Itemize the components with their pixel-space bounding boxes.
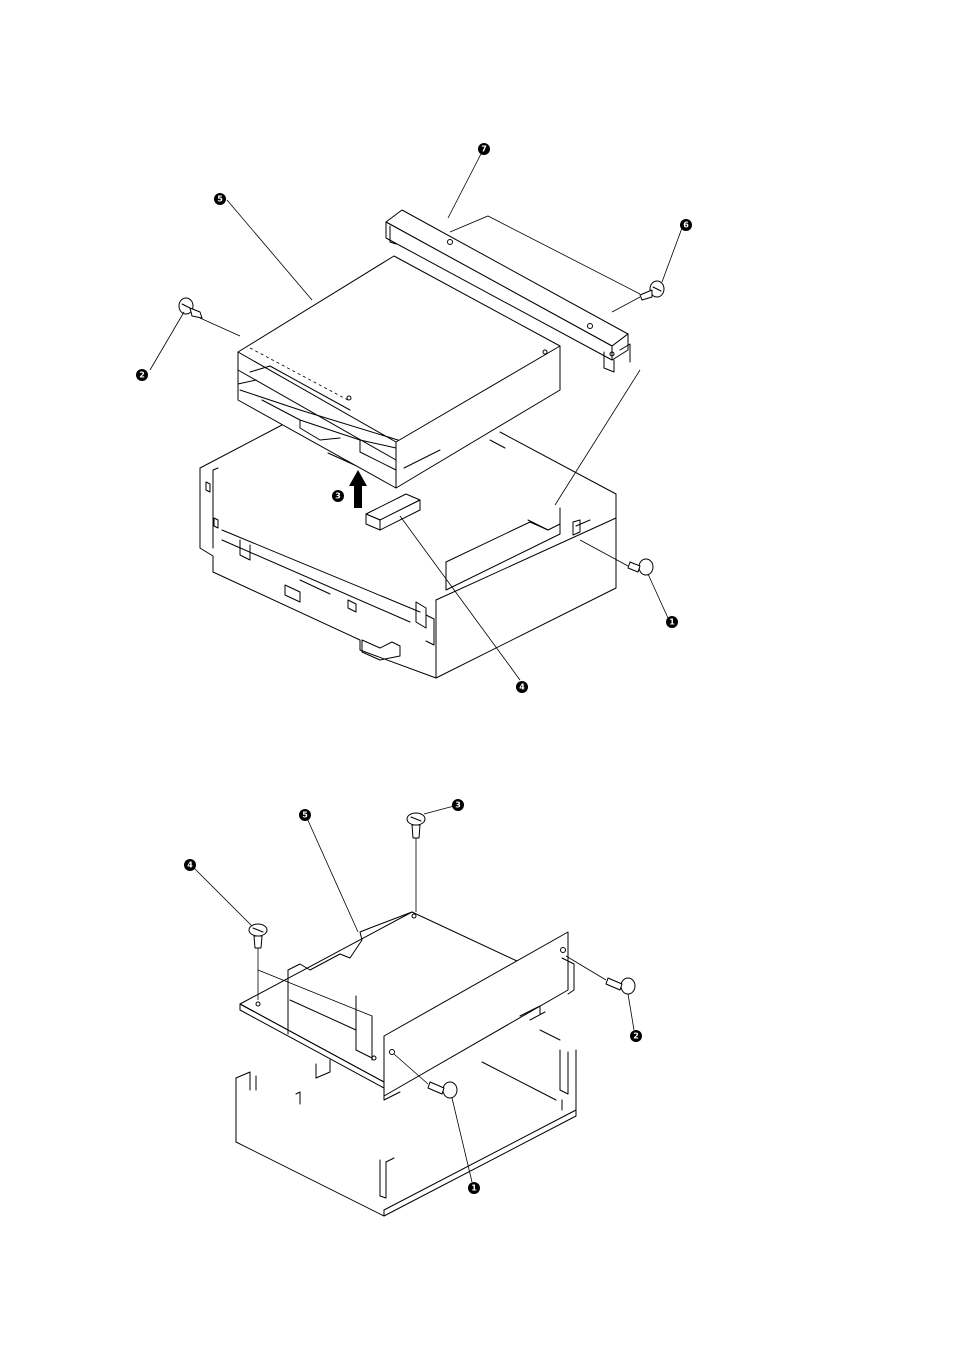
callout-5-lower: 5 bbox=[299, 809, 311, 821]
svg-text:1: 1 bbox=[669, 618, 675, 627]
svg-text:4: 4 bbox=[187, 861, 193, 870]
screw-2-upper bbox=[150, 298, 240, 370]
connector-block bbox=[366, 494, 520, 680]
screw-3-lower bbox=[407, 806, 454, 912]
callout-1-lower: 1 bbox=[468, 1182, 480, 1194]
callout-2-lower: 2 bbox=[630, 1030, 642, 1042]
callout-7-upper: 7 bbox=[478, 143, 490, 155]
callout-6-upper: 6 bbox=[680, 219, 692, 231]
svg-text:4: 4 bbox=[519, 683, 525, 692]
upper-diagram bbox=[150, 150, 682, 680]
callout-3-upper: 3 bbox=[332, 490, 344, 502]
lift-arrow bbox=[349, 470, 367, 508]
screw-2-lower bbox=[566, 956, 635, 1030]
callout-5-upper: 5 bbox=[214, 193, 226, 205]
callout-3-lower: 3 bbox=[452, 799, 464, 811]
callout-4-lower: 4 bbox=[184, 859, 196, 871]
screw-1-upper bbox=[580, 540, 668, 618]
svg-text:5: 5 bbox=[302, 811, 308, 820]
svg-text:3: 3 bbox=[335, 492, 341, 501]
screw-6 bbox=[612, 228, 682, 312]
svg-text:5: 5 bbox=[217, 195, 223, 204]
svg-text:2: 2 bbox=[139, 371, 145, 380]
callout-1-upper: 1 bbox=[666, 616, 678, 628]
svg-text:3: 3 bbox=[455, 801, 461, 810]
callout-4-upper: 4 bbox=[516, 681, 528, 693]
callout-2-upper: 2 bbox=[136, 369, 148, 381]
screw-4-lower bbox=[194, 868, 267, 1000]
svg-text:6: 6 bbox=[683, 221, 689, 230]
svg-text:1: 1 bbox=[471, 1184, 477, 1193]
lower-diagram bbox=[194, 806, 635, 1216]
svg-text:2: 2 bbox=[633, 1032, 639, 1041]
svg-text:7: 7 bbox=[481, 145, 487, 154]
